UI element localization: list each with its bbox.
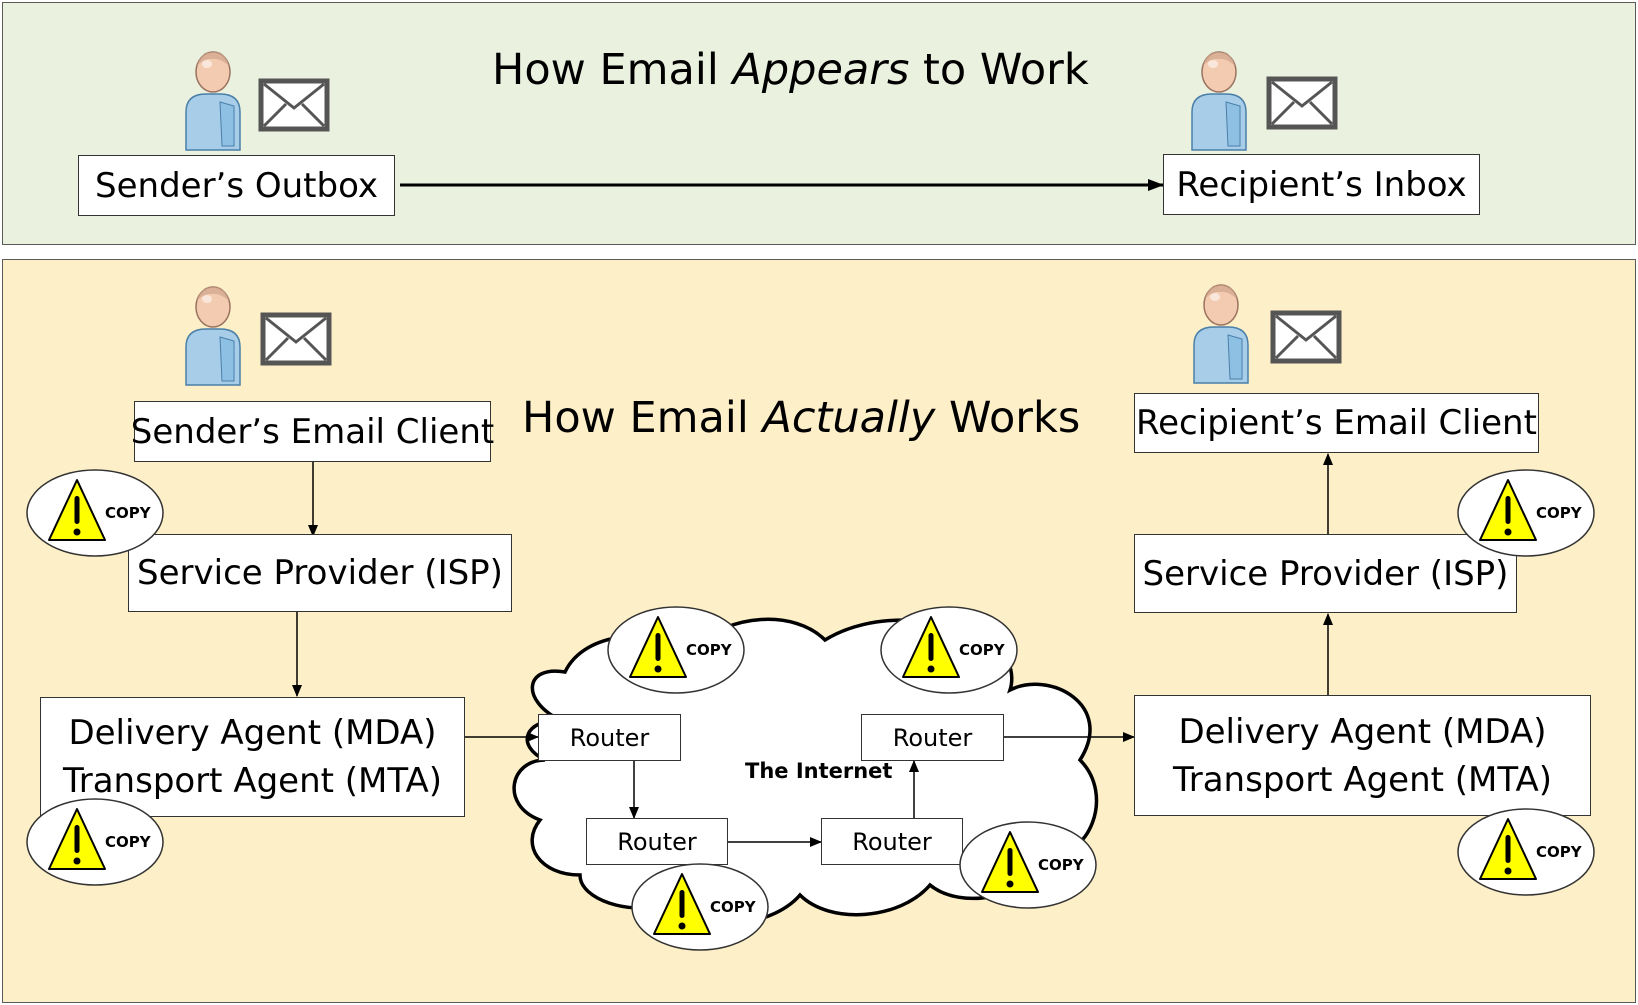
appears-title: How Email Appears to Work bbox=[492, 45, 1089, 95]
recipient-envelope-icon-top bbox=[1266, 76, 1338, 130]
copy-label: COPY bbox=[686, 641, 733, 659]
copy-badge-internet-4-wrap: COPY bbox=[958, 820, 1098, 914]
copy-badge-sender-mta-wrap: COPY bbox=[25, 797, 165, 891]
sender-person-icon-top bbox=[185, 51, 241, 151]
recipient-email-client-box: Recipient’s Email Client bbox=[1134, 393, 1539, 453]
copy-badge-internet-4: COPY bbox=[959, 821, 1097, 909]
recipient-envelope-icon-top-wrap bbox=[1266, 76, 1338, 134]
recipient-person-icon-top-wrap bbox=[1186, 50, 1252, 158]
copy-label: COPY bbox=[1536, 843, 1583, 861]
recipient-isp-box: Service Provider (ISP) bbox=[1134, 534, 1517, 613]
copy-label: COPY bbox=[1536, 504, 1583, 522]
recipient-inbox-box: Recipient’s Inbox bbox=[1163, 154, 1480, 215]
actually-title: How Email Actually Works bbox=[522, 393, 1081, 443]
copy-label: COPY bbox=[105, 833, 152, 851]
copy-badge-sender-client-wrap: COPY bbox=[25, 468, 165, 562]
recipient-person-icon-top bbox=[1191, 51, 1247, 151]
sender-email-client-box: Sender’s Email Client bbox=[131, 401, 494, 462]
copy-badge-internet-1-wrap: COPY bbox=[606, 605, 746, 699]
router-2: Router bbox=[586, 818, 728, 865]
recipient-envelope-icon-bottom-wrap bbox=[1270, 310, 1342, 368]
router-4: Router bbox=[861, 714, 1004, 761]
copy-label: COPY bbox=[710, 898, 757, 916]
copy-badge-internet-1: COPY bbox=[607, 606, 745, 694]
recipient-mda-label: Delivery Agent (MDA) bbox=[1178, 711, 1547, 752]
copy-badge-internet-3-wrap: COPY bbox=[630, 862, 770, 956]
router-1: Router bbox=[538, 714, 681, 761]
sender-envelope-icon-bottom bbox=[260, 312, 332, 366]
sender-envelope-icon-top-wrap bbox=[258, 78, 330, 136]
sender-envelope-icon-top bbox=[258, 78, 330, 132]
sender-mda-mta-box: Delivery Agent (MDA) Transport Agent (MT… bbox=[40, 697, 465, 817]
recipient-mta-label: Transport Agent (MTA) bbox=[1172, 759, 1553, 800]
sender-person-icon-bottom-wrap bbox=[180, 285, 246, 393]
sender-person-icon-bottom bbox=[185, 286, 241, 386]
internet-label: The Internet bbox=[745, 759, 893, 783]
copy-badge-recipient-mta: COPY bbox=[1457, 808, 1595, 896]
copy-badge-sender-client: COPY bbox=[26, 469, 164, 557]
copy-badge-sender-mta: COPY bbox=[26, 798, 164, 886]
copy-badge-internet-3: COPY bbox=[631, 863, 769, 951]
copy-label: COPY bbox=[105, 504, 152, 522]
sender-mda-label: Delivery Agent (MDA) bbox=[68, 713, 437, 753]
copy-badge-internet-2: COPY bbox=[880, 606, 1018, 694]
copy-badge-recipient-isp-wrap: COPY bbox=[1456, 468, 1596, 562]
sender-envelope-icon-bottom-wrap bbox=[260, 312, 332, 370]
recipient-person-icon-bottom-wrap bbox=[1188, 283, 1254, 391]
recipient-mda-mta-box: Delivery Agent (MDA) Transport Agent (MT… bbox=[1134, 695, 1591, 816]
sender-person-icon-top-wrap bbox=[180, 50, 246, 158]
copy-label: COPY bbox=[959, 641, 1006, 659]
sender-isp-box: Service Provider (ISP) bbox=[128, 534, 512, 612]
sender-mta-label: Transport Agent (MTA) bbox=[62, 761, 443, 801]
copy-badge-recipient-mta-wrap: COPY bbox=[1456, 807, 1596, 901]
recipient-envelope-icon-bottom bbox=[1270, 310, 1342, 364]
sender-outbox-box: Sender’s Outbox bbox=[78, 155, 395, 216]
router-3: Router bbox=[821, 818, 963, 865]
copy-badge-recipient-isp: COPY bbox=[1457, 469, 1595, 557]
recipient-person-icon-bottom bbox=[1193, 284, 1249, 384]
copy-label: COPY bbox=[1038, 856, 1085, 874]
copy-badge-internet-2-wrap: COPY bbox=[879, 605, 1019, 699]
